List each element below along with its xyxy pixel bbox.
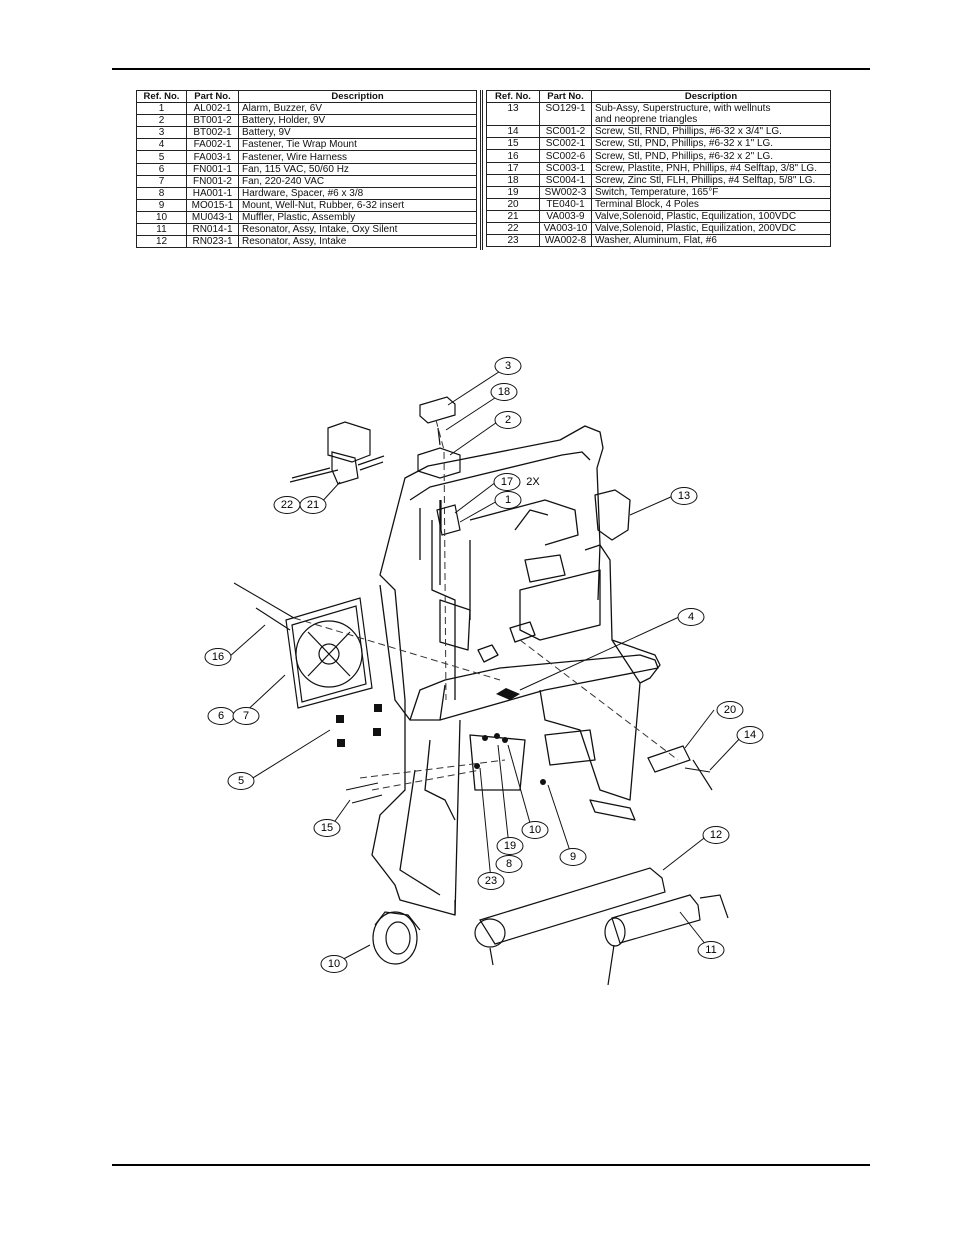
callout-7 [232, 707, 260, 725]
callout-15 [313, 819, 341, 837]
callout-10 [521, 821, 549, 839]
callout-4-label: 4 [688, 611, 694, 623]
callout-7-label: 7 [243, 710, 249, 722]
header-rule [112, 68, 870, 70]
cell-ref: 12 [136, 235, 187, 249]
table-row: 13 SO129-1 Sub-Assy, Superstructure, wit… [486, 102, 831, 127]
footer-rule [112, 1164, 870, 1166]
callout-6-label: 6 [218, 710, 224, 722]
callout-17-qty: 2X [526, 476, 540, 488]
callout-3-label: 3 [505, 360, 511, 372]
callout-5-label: 5 [238, 775, 244, 787]
callout-13-label: 13 [678, 490, 690, 502]
callout-22-label: 22 [281, 499, 293, 511]
callout-15-label: 15 [321, 822, 333, 834]
callout-leaders [228, 365, 744, 965]
callout-5 [227, 772, 255, 790]
callout-11 [697, 941, 725, 959]
callout-16-label: 16 [212, 651, 224, 663]
callout-9-label: 9 [570, 851, 576, 863]
callout-21 [299, 496, 327, 514]
solenoid-valve-drawing [289, 421, 385, 485]
table-header-row: Ref. No. Part No. Description [486, 89, 831, 104]
cabinet-drawing [371, 425, 661, 916]
callout-21-label: 21 [307, 499, 319, 511]
cell-description: Resonator, Assy, Intake [238, 235, 477, 249]
callout-8 [495, 855, 523, 873]
callout-18-label: 18 [498, 386, 510, 398]
callout-12 [702, 826, 730, 844]
callout-14 [736, 726, 764, 744]
callout-13 [670, 487, 698, 505]
callout-14-label: 14 [744, 729, 756, 741]
screws-drawing [233, 582, 711, 804]
cell-part: RN023-1 [186, 235, 239, 249]
terminal-block-drawing [647, 745, 713, 791]
callout-19 [496, 837, 524, 855]
callout-16 [204, 648, 232, 666]
assembly-guide-lines [293, 419, 679, 791]
table-divider [480, 90, 483, 250]
header-description: Description [591, 89, 831, 104]
callout-1-label: 1 [505, 494, 511, 506]
callout-18 [490, 383, 518, 401]
cell-part: SO129-1 [539, 102, 592, 127]
callout-12-label: 12 [710, 829, 722, 841]
callout-20 [716, 701, 744, 719]
callout-3 [494, 357, 522, 375]
resonator-drawing [474, 867, 729, 986]
callout-23 [477, 872, 505, 890]
small-parts-drawing [336, 688, 546, 785]
callout-8-label: 8 [506, 858, 512, 870]
callout-10-muffler [320, 955, 348, 973]
table-header-row: Ref. No. Part No. Description [136, 89, 477, 104]
callout-20-label: 20 [724, 704, 736, 716]
cell-part: WA002-8 [539, 234, 592, 248]
callout-9 [559, 848, 587, 866]
muffler-drawing [372, 911, 421, 965]
callout-1 [494, 491, 522, 509]
callout-2 [494, 411, 522, 429]
callout-17-label: 17 [501, 476, 513, 488]
callout-19-label: 19 [504, 840, 516, 852]
callout-4 [677, 608, 705, 626]
callout-bubbles: 3 18 2 17 2X 1 13 22 21 4 16 6 7 20 14 5… [204, 357, 764, 973]
battery-drawing [417, 396, 461, 536]
callout-10-muffler-label: 10 [328, 958, 340, 970]
callout-2-label: 2 [505, 414, 511, 426]
callout-10-label: 10 [529, 824, 541, 836]
callout-11-label: 11 [705, 944, 716, 956]
cell-description: Washer, Aluminum, Flat, #6 [591, 234, 831, 248]
callout-23-label: 23 [485, 875, 497, 887]
parts-table-right: Ref. No. Part No. Description 13 SO129-1… [486, 89, 831, 248]
cell-description: Sub-Assy, Superstructure, with wellnuts [591, 102, 831, 115]
cell-ref: 13 [486, 102, 540, 127]
fan-drawing [285, 597, 373, 709]
callout-17 [493, 473, 521, 491]
